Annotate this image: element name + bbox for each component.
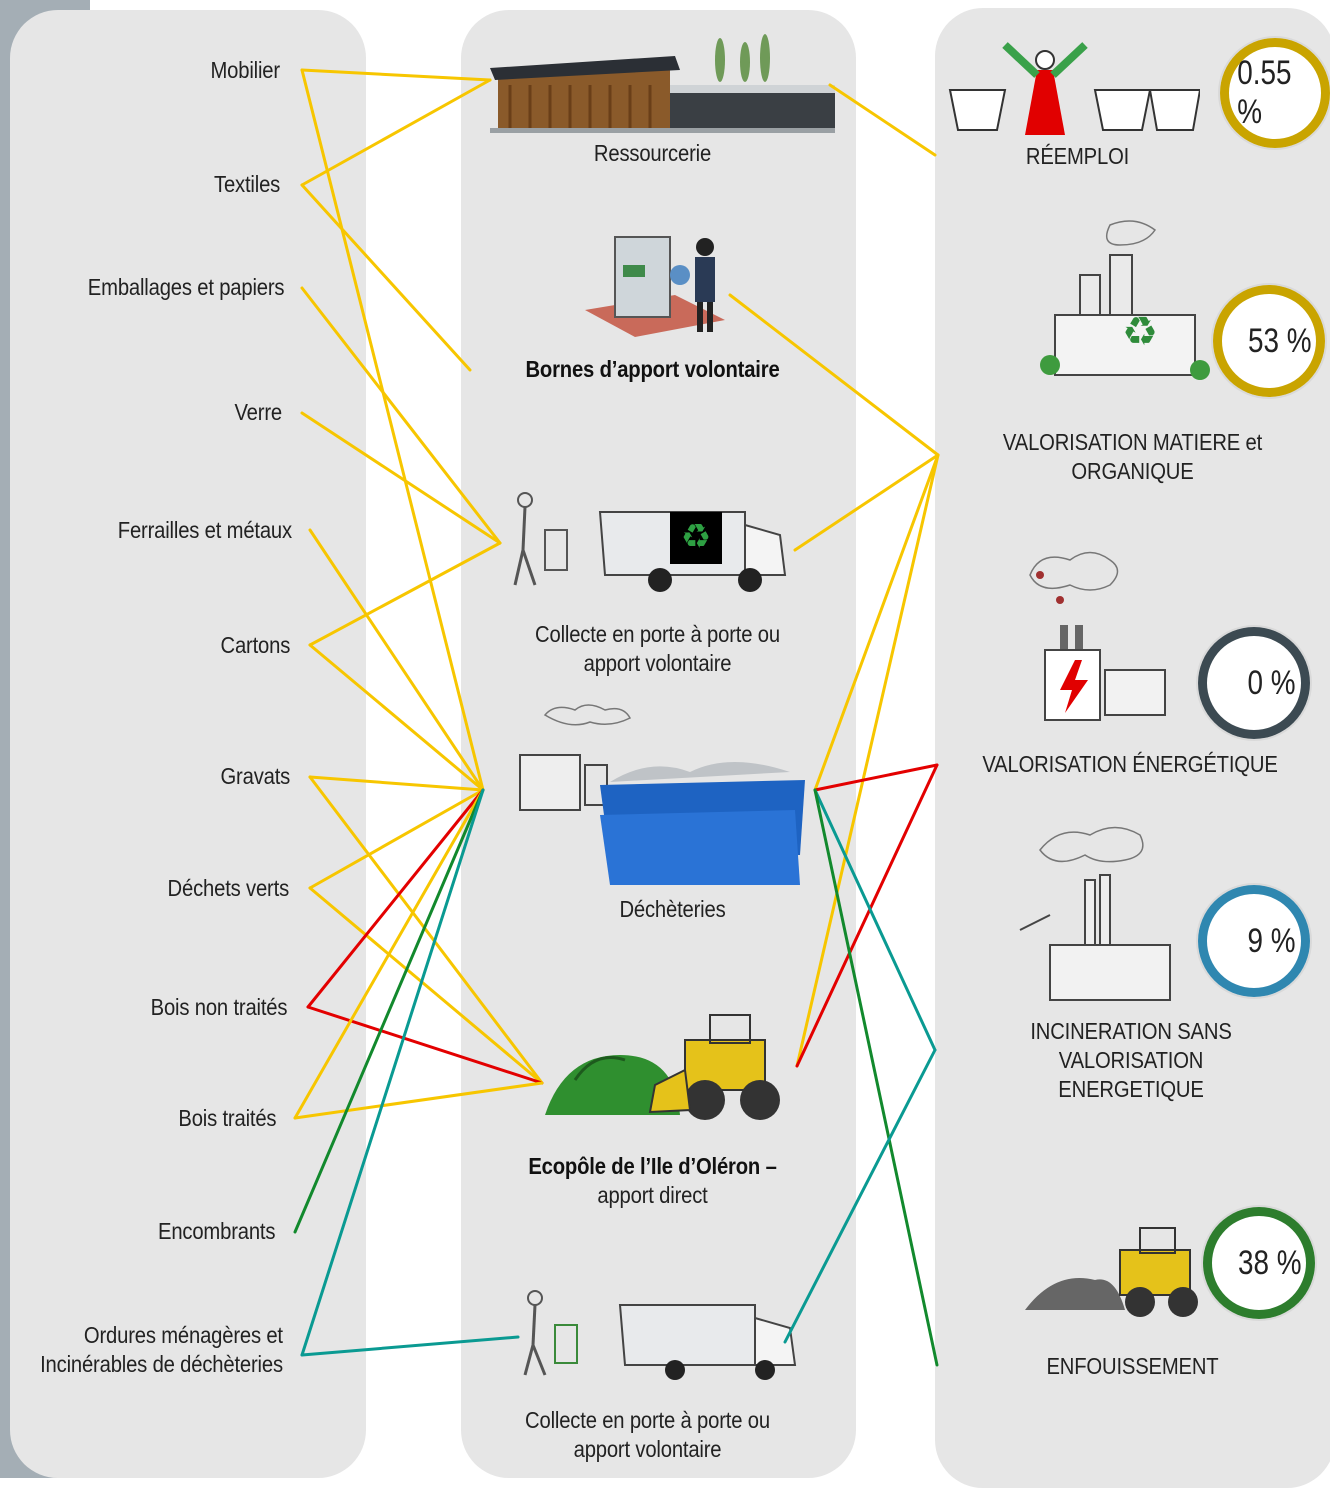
channel-label-collecte-1: Collecte en porte à porte ou apport volo… bbox=[501, 620, 813, 678]
link-bois-non-traites-to-ecopole bbox=[306, 1005, 544, 1085]
percent-value-incineration: 9 % bbox=[1247, 921, 1296, 960]
link-emballages-to-collecte-1 bbox=[300, 286, 502, 545]
svg-text:♻: ♻ bbox=[1122, 309, 1158, 355]
link-bois-non-traites-to-decheteries bbox=[306, 788, 485, 1009]
percent-badge-incineration: 9 % bbox=[1198, 885, 1310, 997]
collection-truck-recycle-icon: ♻ bbox=[513, 492, 787, 592]
decheterie-containers-icon bbox=[519, 704, 805, 885]
channel-label-ecopole: Ecopôle de l’Ile d’Oléron – apport direc… bbox=[492, 1152, 813, 1210]
channel-label-bornes: Bornes d’apport volontaire bbox=[510, 355, 796, 384]
link-mobilier-to-ressourcerie bbox=[300, 68, 492, 82]
channel-label-collecte-2-line1: Collecte en porte à porte ou bbox=[525, 1407, 770, 1433]
source-label-gravats: Gravats bbox=[220, 763, 290, 789]
channel-label-ecopole-line2: apport direct bbox=[597, 1181, 708, 1208]
collection-truck-icon bbox=[523, 1290, 797, 1380]
link-gravats-to-decheteries bbox=[308, 775, 485, 792]
sources-panel bbox=[10, 10, 366, 1478]
source-label-textiles: Textiles bbox=[213, 171, 280, 197]
source-label-bois-non-traites: Bois non traités bbox=[150, 994, 287, 1020]
source-label-ferrailles: Ferrailles et métaux bbox=[117, 517, 292, 543]
recycling-plant-icon: ♻ bbox=[1040, 220, 1210, 380]
channel-label-bornes-text: Bornes d’apport volontaire bbox=[525, 356, 780, 382]
source-label-bois-traites: Bois traités bbox=[177, 1105, 276, 1131]
outcome-label-valorisation-matiere-line2: ORGANIQUE bbox=[1071, 457, 1194, 484]
source-label-encombrants: Encombrants bbox=[157, 1218, 275, 1244]
channel-label-ressourcerie: Ressourcerie bbox=[593, 140, 712, 166]
svg-text:♻: ♻ bbox=[681, 517, 711, 557]
ecopole-bulldozer-icon bbox=[545, 1014, 780, 1120]
link-ordures-to-decheteries bbox=[300, 788, 485, 1357]
link-decheteries-to-valorisation-matiere bbox=[813, 453, 940, 792]
ressourcerie-building-icon bbox=[490, 34, 835, 133]
link-bois-traites-to-ecopole bbox=[293, 1081, 544, 1120]
reemploi-bins-icon bbox=[948, 42, 1200, 135]
link-ressourcerie-to-reemploi bbox=[828, 83, 937, 157]
link-collecte-2-to-incineration bbox=[783, 1048, 937, 1344]
link-gravats-to-ecopole bbox=[308, 775, 544, 1085]
outcome-label-valorisation-matiere: VALORISATION MATIERE et ORGANIQUE bbox=[976, 428, 1288, 486]
percent-badge-valorisation-matiere: 53 % bbox=[1213, 285, 1325, 397]
landfill-bulldozer-icon bbox=[1025, 1227, 1198, 1317]
link-bornes-to-valorisation-matiere bbox=[728, 293, 940, 457]
link-verre-to-collecte-1 bbox=[300, 411, 502, 545]
percent-badge-enfouissement: 38 % bbox=[1203, 1207, 1315, 1319]
percent-value-reemploi: 0.55 % bbox=[1237, 54, 1292, 131]
source-label-mobilier: Mobilier bbox=[210, 57, 281, 83]
source-label-ordures: Ordures ménagères et Incinérables de déc… bbox=[40, 1321, 283, 1379]
link-decheteries-to-valorisation-energetique bbox=[813, 763, 939, 792]
source-label-emballages: Emballages et papiers bbox=[87, 274, 284, 300]
source-label-cartons: Cartons bbox=[220, 632, 290, 658]
link-cartons-to-decheteries bbox=[308, 643, 485, 792]
source-label-ordures-line2: Incinérables de déchèteries bbox=[40, 1350, 283, 1377]
channel-label-decheteries: Déchèteries bbox=[619, 896, 726, 922]
outcome-label-enfouissement: ENFOUISSEMENT bbox=[1046, 1353, 1219, 1379]
channel-label-collecte-2: Collecte en porte à porte ou apport volo… bbox=[491, 1406, 803, 1464]
link-ecopole-to-valorisation-matiere bbox=[795, 453, 940, 1068]
percent-badge-valorisation-energetique: 0 % bbox=[1198, 627, 1310, 739]
link-decheteries-to-incineration bbox=[813, 788, 937, 1052]
collection-bin-person-icon bbox=[585, 236, 725, 337]
outcome-label-incineration-line1: INCINERATION SANS VALORISATION bbox=[1030, 1018, 1232, 1073]
channel-label-collecte-1-line1: Collecte en porte à porte ou bbox=[535, 621, 780, 647]
link-bois-traites-to-decheteries bbox=[293, 788, 485, 1120]
percent-value-valorisation-energetique: 0 % bbox=[1247, 663, 1296, 702]
outcome-label-valorisation-matiere-line1: VALORISATION MATIERE et bbox=[1002, 429, 1263, 455]
link-mobilier-to-decheteries bbox=[300, 68, 485, 792]
link-cartons-to-collecte-1 bbox=[308, 541, 502, 647]
outcome-label-valorisation-energetique: VALORISATION ÉNERGÉTIQUE bbox=[982, 751, 1278, 777]
source-label-ordures-line1: Ordures ménagères et bbox=[84, 1322, 283, 1348]
link-dechets-verts-to-ecopole bbox=[308, 886, 544, 1085]
link-ferrailles-to-decheteries bbox=[308, 528, 485, 792]
link-ecopole-to-valorisation-energetique bbox=[795, 763, 939, 1068]
percent-value-valorisation-matiere: 53 % bbox=[1247, 321, 1311, 360]
energy-plant-icon bbox=[1029, 551, 1166, 721]
outcome-label-incineration-line2: ENERGETIQUE bbox=[1058, 1075, 1204, 1102]
link-collecte-1-to-valorisation-matiere bbox=[793, 453, 940, 552]
link-ordures-to-collecte-2 bbox=[300, 1335, 520, 1357]
source-label-dechets-verts: Déchets verts bbox=[167, 875, 290, 901]
link-textiles-to-bornes bbox=[300, 183, 472, 372]
percent-value-enfouissement: 38 % bbox=[1237, 1243, 1301, 1282]
channel-label-collecte-1-line2: apport volontaire bbox=[583, 649, 732, 676]
source-label-verre: Verre bbox=[234, 399, 282, 425]
link-textiles-to-ressourcerie bbox=[300, 78, 492, 187]
link-dechets-verts-to-decheteries bbox=[308, 788, 485, 890]
incinerator-icon bbox=[1019, 826, 1171, 1001]
percent-badge-reemploi: 0.55 % bbox=[1220, 38, 1330, 148]
channel-label-collecte-2-line2: apport volontaire bbox=[573, 1435, 722, 1462]
link-decheteries-to-enfouissement bbox=[813, 788, 939, 1367]
channel-label-ecopole-line1: Ecopôle de l’Ile d’Oléron – bbox=[528, 1153, 777, 1179]
link-encombrants-to-decheteries bbox=[293, 788, 485, 1234]
outcome-label-incineration: INCINERATION SANS VALORISATION ENERGETIQ… bbox=[959, 1017, 1304, 1103]
outcome-label-reemploi: RÉEMPLOI bbox=[1025, 143, 1130, 169]
